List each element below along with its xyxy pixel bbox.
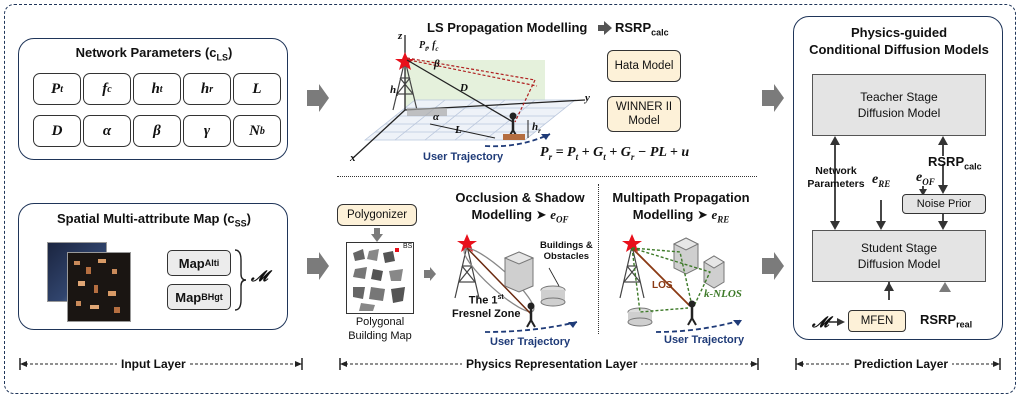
ht-label: ht <box>390 84 399 99</box>
noise-prior-box: Noise Prior <box>902 194 986 214</box>
arrow-physics-to-prediction <box>762 252 784 280</box>
prediction-layer-label: Prediction Layer <box>850 357 953 371</box>
rsrp-real-label: RSRPreal <box>920 312 973 330</box>
arrow-input-to-ls <box>307 84 329 112</box>
occlusion-scene <box>454 234 578 333</box>
param-cell: D <box>33 115 81 147</box>
tower-icon <box>619 245 645 299</box>
input-layer-label: Input Layer <box>117 357 190 371</box>
fresnel-zone-label: The 1st Fresnel Zone <box>452 294 521 320</box>
param-cell: β <box>133 115 181 147</box>
obstacle-cylinder <box>540 285 566 307</box>
network-parameters-title: Network Parameters (cLS) <box>75 45 233 63</box>
prediction-connectors <box>829 136 951 326</box>
tower-icon <box>454 245 480 299</box>
occlusion-title: Occlusion & Shadow Modelling ➤ eOF <box>455 190 585 225</box>
physics-horizontal-separator <box>337 176 757 177</box>
ls-arrow-icon <box>598 21 612 35</box>
multipath-scene <box>619 234 743 333</box>
building-block <box>672 237 725 289</box>
hata-model-box: Hata Model <box>607 50 681 82</box>
axis-y-label: y <box>585 92 590 104</box>
poly-to-occlusion-arrow <box>424 267 436 281</box>
polygonizer-box: Polygonizer <box>337 204 417 226</box>
bs-label: BS <box>403 243 413 250</box>
pt-fc-label: Pt, fc <box>419 40 439 53</box>
axis-x-label: x <box>350 152 356 164</box>
k-nlos-label: k-NLOS <box>704 288 742 300</box>
beta-label: β <box>434 58 440 70</box>
ls-user-trajectory-label: User Trajectory <box>423 151 504 163</box>
set-brace <box>234 249 247 311</box>
param-cell: L <box>233 73 281 105</box>
ls-scene <box>352 35 586 159</box>
e-re-input-label: eRE <box>872 172 891 189</box>
spatial-map-title: Spatial Multi-attribute Map (cSS) <box>56 211 252 229</box>
param-cell: γ <box>183 115 231 147</box>
arrow-ls-to-prediction <box>762 84 784 112</box>
arrow-input-to-physics <box>307 252 329 280</box>
physics-layer-label: Physics Representation Layer <box>462 357 642 371</box>
mfen-box: MFEN <box>848 310 906 332</box>
user-icon <box>687 300 697 326</box>
polygonizer-arrow <box>371 228 383 242</box>
e-of-input-label: eOF <box>916 170 935 187</box>
d-label: D <box>460 82 468 94</box>
ls-title: LS Propagation Modelling <box>427 20 588 35</box>
multipath-user-trajectory-label: User Trajectory <box>664 334 745 346</box>
buildings-obstacles-label: Buildings &Obstacles <box>540 240 593 263</box>
hr-label: hr <box>532 121 541 136</box>
alpha-label: α <box>433 111 440 123</box>
building-height-map-image <box>67 252 131 322</box>
physics-vertical-separator <box>598 184 599 334</box>
param-cell: α <box>83 115 131 147</box>
user-icon <box>526 302 536 328</box>
map-set-symbol: 𝓜 <box>251 269 268 285</box>
rsrp-equation: Pr = Pt + Gt + Gr − PL + u <box>540 145 690 162</box>
m-input-label: 𝓜 <box>812 315 829 331</box>
building-block <box>503 251 535 293</box>
rsrp-calc-input-label: RSRPcalc <box>928 154 982 172</box>
polygon-shapes <box>353 248 405 311</box>
l-label: L <box>455 124 462 136</box>
axis-z-label: z <box>398 30 403 42</box>
obstacle-cylinder <box>627 307 653 327</box>
occlusion-user-trajectory-label: User Trajectory <box>490 336 571 348</box>
rsrp-calc-label: RSRPcalc <box>615 20 669 38</box>
polygonal-map-image <box>346 242 414 314</box>
building-height-map-texture <box>74 259 120 313</box>
tower-icon <box>392 59 418 111</box>
multipath-title: Multipath Propagation Modelling ➤ eRE <box>612 190 750 225</box>
los-label: LOS <box>652 280 673 291</box>
